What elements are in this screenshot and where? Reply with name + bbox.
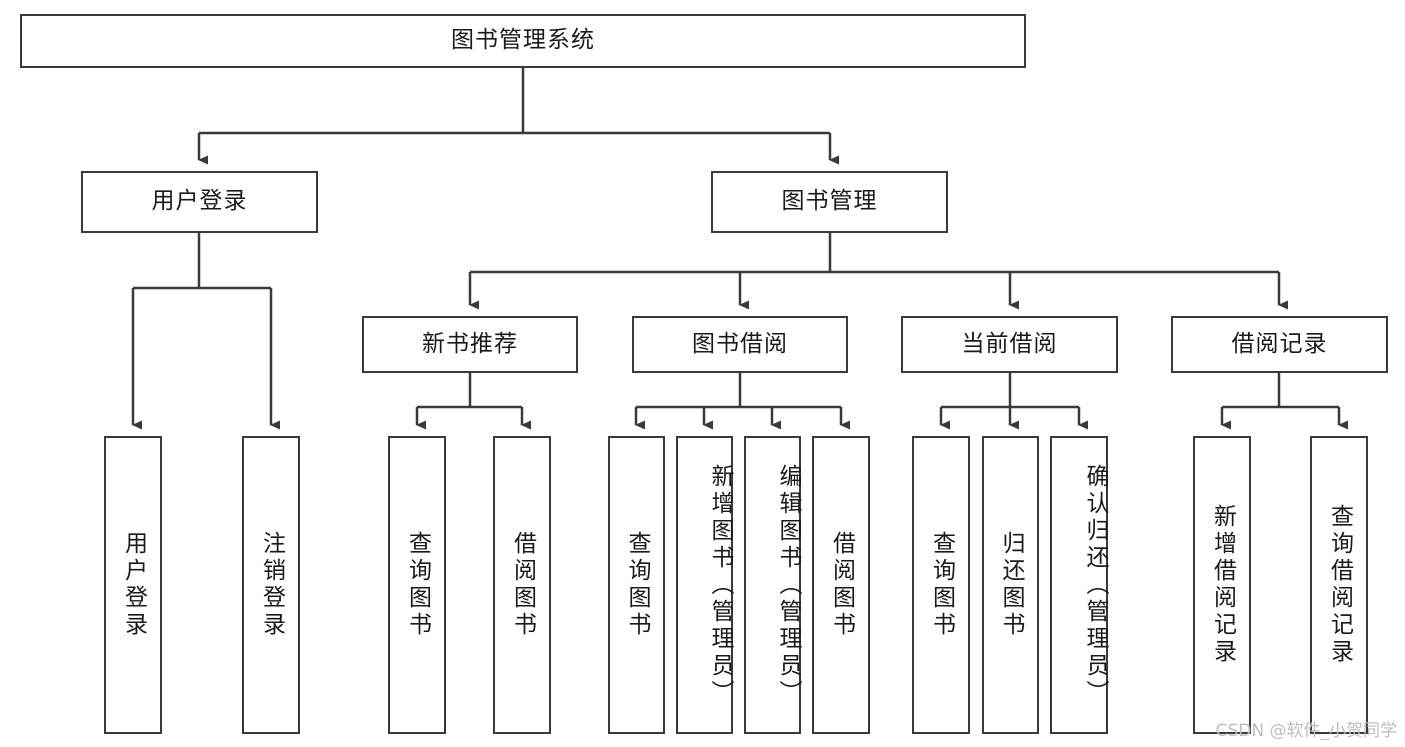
leaf-current-confirm-return-admin[interactable]: 确认归还（管理员） [1050, 436, 1108, 734]
leaf-record-query-record[interactable]: 查询借阅记录 [1310, 436, 1368, 734]
leaf-user-login-signin[interactable]: 用户登录 [104, 436, 162, 734]
node-current-borrow[interactable]: 当前借阅 [901, 316, 1118, 373]
leaf-borrow-add-book-admin[interactable]: 新增图书（管理员） [676, 436, 733, 734]
node-new-book-recommend[interactable]: 新书推荐 [362, 316, 578, 373]
leaf-borrow-edit-book-admin[interactable]: 编辑图书（管理员） [744, 436, 801, 734]
node-root-system[interactable]: 图书管理系统 [20, 14, 1026, 68]
node-borrow-record[interactable]: 借阅记录 [1171, 316, 1388, 373]
leaf-current-query-book[interactable]: 查询图书 [912, 436, 970, 734]
node-book-management[interactable]: 图书管理 [711, 171, 948, 233]
leaf-current-return-book[interactable]: 归还图书 [982, 436, 1039, 734]
leaf-new-book-borrow[interactable]: 借阅图书 [493, 436, 551, 734]
leaf-record-add-record[interactable]: 新增借阅记录 [1193, 436, 1251, 734]
node-book-borrow[interactable]: 图书借阅 [632, 316, 848, 373]
leaf-borrow-borrow-book[interactable]: 借阅图书 [812, 436, 870, 734]
leaf-new-book-query[interactable]: 查询图书 [388, 436, 446, 734]
leaf-user-login-signout[interactable]: 注销登录 [242, 436, 300, 734]
csdn-watermark: CSDN @软件_小贺同学 [1215, 721, 1397, 741]
node-user-login[interactable]: 用户登录 [81, 171, 318, 233]
leaf-borrow-query-book[interactable]: 查询图书 [608, 436, 665, 734]
